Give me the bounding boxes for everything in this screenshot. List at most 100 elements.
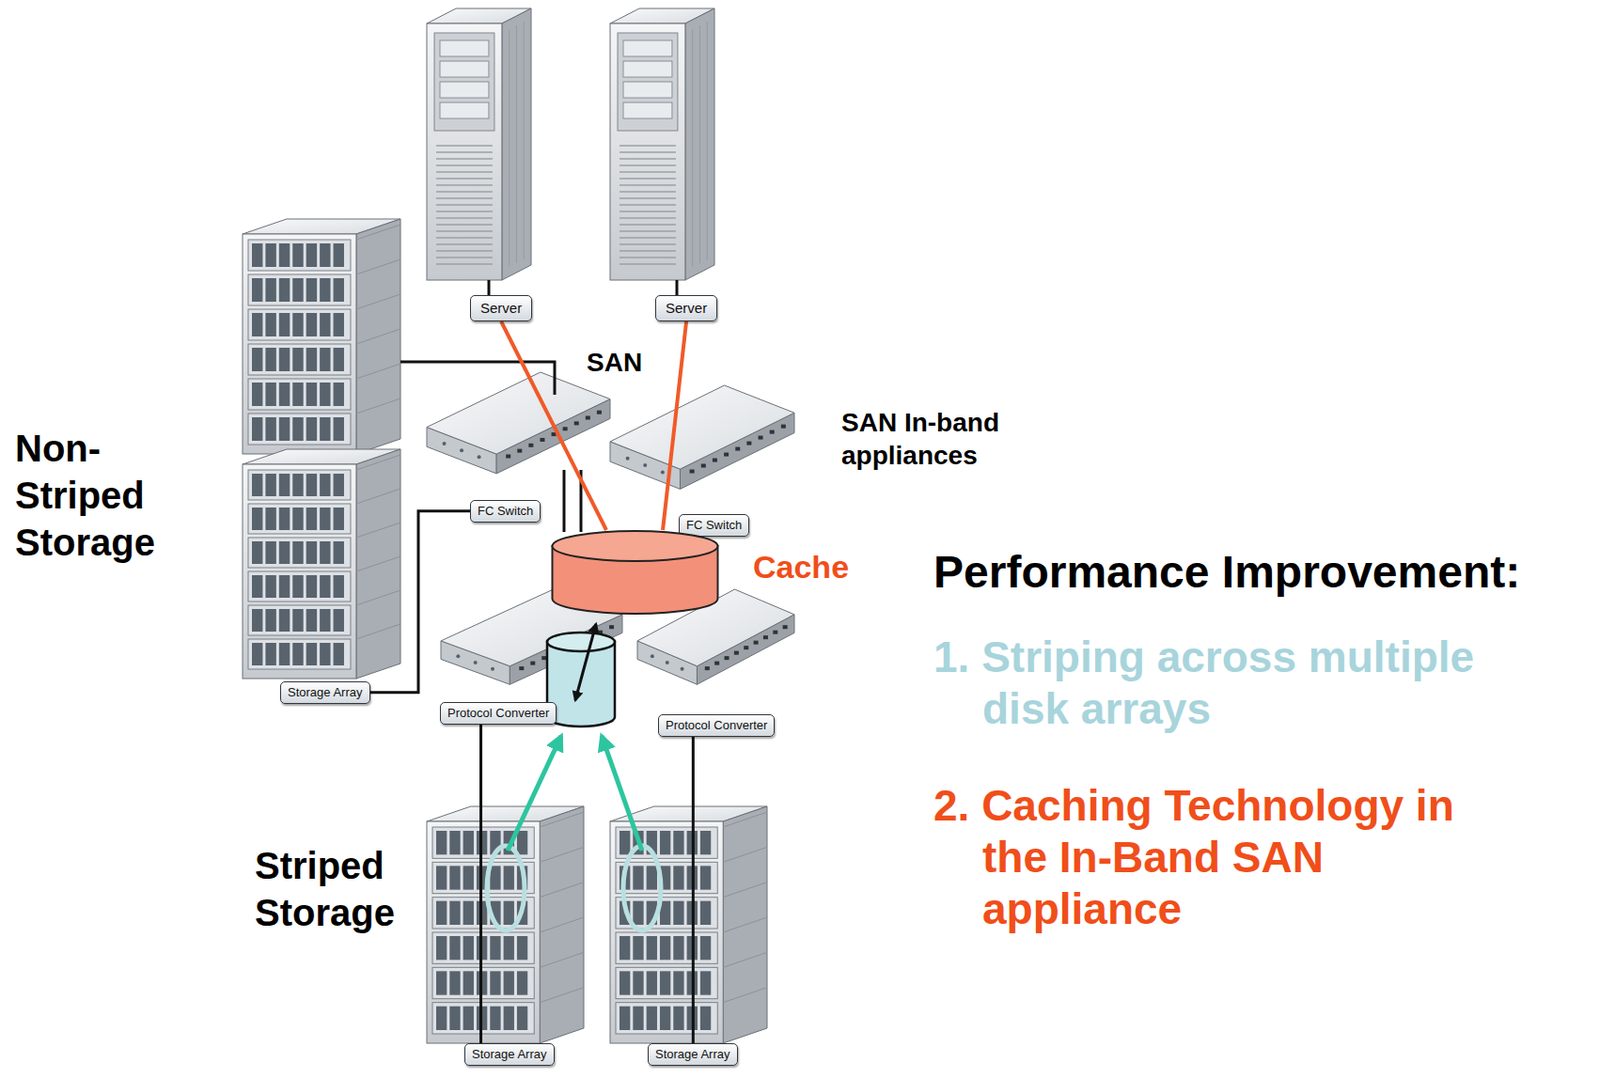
- drive-slot: [673, 971, 684, 995]
- drive-slot: [619, 1006, 630, 1031]
- vent-line: [436, 197, 493, 200]
- vent-line: [619, 243, 676, 246]
- drive-slot: [517, 971, 528, 995]
- drive-slot: [265, 609, 276, 632]
- drive-slot: [251, 243, 263, 267]
- drive-slot: [700, 936, 711, 960]
- converter-tag: Protocol Converter: [658, 714, 775, 738]
- side-groove: [699, 25, 701, 264]
- vent-line: [619, 217, 676, 220]
- drive-slot: [279, 609, 290, 632]
- vent-line: [619, 184, 676, 187]
- drive-slot: [306, 243, 317, 267]
- server-tower: [610, 8, 715, 281]
- vent-line: [436, 177, 493, 180]
- port: [753, 641, 759, 645]
- vent-line: [619, 164, 676, 167]
- drive-slot: [251, 609, 263, 632]
- vent-line: [619, 256, 676, 259]
- drive-slot: [292, 575, 303, 598]
- drive-slot: [436, 1006, 447, 1031]
- port: [735, 447, 740, 452]
- appliance-label: SAN In-band appliances: [841, 406, 1030, 472]
- drive-slot: [265, 507, 276, 531]
- side-row: [722, 812, 768, 828]
- drive-slot: [632, 936, 644, 960]
- side-groove: [508, 29, 510, 267]
- drive-slot: [251, 347, 263, 372]
- bay-row: [248, 309, 351, 341]
- tower-side: [501, 8, 532, 281]
- vent-line: [436, 203, 493, 206]
- drive-slot: [700, 971, 711, 995]
- drive-slot: [659, 1006, 671, 1031]
- switch-tag: FC Switch: [470, 500, 541, 523]
- node-text: Protocol Converter: [665, 718, 768, 734]
- drive-slot: [292, 643, 303, 666]
- drive-slot: [333, 643, 345, 666]
- vent-line: [436, 157, 493, 160]
- tower-side: [722, 806, 768, 1044]
- cable-connector: [691, 737, 695, 1044]
- drive-slot: [319, 313, 330, 337]
- side-row: [539, 882, 584, 898]
- drive-slot: [646, 936, 658, 960]
- vent-line: [619, 250, 676, 252]
- drive-slot: [449, 971, 460, 995]
- side-row: [356, 329, 401, 345]
- drive-slot: [251, 541, 263, 565]
- drive-bay: [623, 40, 673, 57]
- list-item: 1. Striping across multiple disk arrays: [933, 631, 1509, 736]
- side-row: [356, 556, 401, 572]
- drive-slot: [673, 901, 684, 926]
- drive-slot: [319, 243, 330, 267]
- storage-array: [242, 219, 401, 455]
- port: [690, 470, 695, 474]
- side-row: [539, 812, 584, 828]
- drive-slot: [279, 382, 290, 407]
- drive-slot: [517, 936, 528, 960]
- side-row: [539, 847, 584, 863]
- drive-bay: [439, 61, 489, 78]
- drive-slot: [306, 541, 317, 565]
- side-groove: [691, 29, 693, 267]
- drive-bay: [623, 61, 673, 78]
- drive-bay: [623, 102, 673, 119]
- side-row: [539, 988, 584, 1004]
- drive-slot: [632, 971, 644, 995]
- tower-side: [539, 806, 584, 1044]
- storage-array: [242, 449, 401, 679]
- list-item: 2. Caching Technology in the In-Band SAN…: [933, 780, 1509, 937]
- drive-slot: [306, 313, 317, 337]
- drive-slot: [333, 609, 345, 632]
- heading-box: Performance Improvement:: [933, 545, 1521, 600]
- drive-slot: [619, 831, 630, 855]
- port: [758, 436, 764, 440]
- group-label-box: Non- Striped Storage: [15, 424, 175, 566]
- drive-slot: [659, 936, 671, 960]
- drive-slot: [489, 971, 501, 995]
- tower-side: [356, 449, 401, 679]
- port: [714, 661, 720, 666]
- drive-slot: [319, 382, 330, 407]
- drive-slot: [265, 417, 276, 441]
- drive-slot: [463, 1006, 474, 1031]
- drive-slot: [436, 865, 447, 890]
- vent-line: [619, 151, 676, 154]
- stripe-highlight: [623, 846, 661, 931]
- status-light: [477, 454, 482, 459]
- vent-line: [436, 263, 493, 266]
- cache-cylinder: Cache: [550, 530, 849, 616]
- server-tag: Server: [655, 295, 718, 322]
- drive-slot: [333, 243, 345, 267]
- drive-slot: [619, 936, 630, 960]
- bay-row: [248, 605, 351, 636]
- vent-line: [619, 190, 676, 193]
- side-row: [356, 454, 401, 471]
- drive-slot: [700, 831, 711, 855]
- drive-slot: [646, 865, 658, 890]
- side-row: [722, 952, 768, 968]
- status-light: [442, 441, 447, 446]
- drive-slot: [449, 936, 460, 960]
